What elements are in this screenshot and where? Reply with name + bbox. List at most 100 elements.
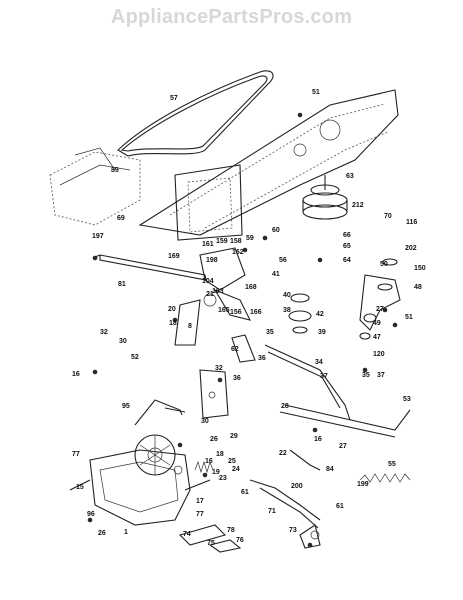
callout-label: 200	[291, 483, 303, 490]
callout-label: 76	[236, 537, 244, 544]
callout-label: 169	[168, 253, 180, 260]
transaxle	[69, 434, 211, 526]
callout-label: 70	[384, 213, 392, 220]
clutch-linkage	[174, 247, 252, 346]
callout-label: 21	[206, 291, 214, 298]
fasteners	[87, 112, 398, 548]
callout-label: 38	[283, 307, 291, 314]
callout-label: 20	[168, 306, 176, 313]
callout-label: 16	[72, 371, 80, 378]
callout-label: 51	[312, 89, 320, 96]
callout-label: 77	[72, 451, 80, 458]
callout-label: 51	[405, 314, 413, 321]
site-header: AppliancePartsPros.com	[0, 0, 463, 40]
callout-label: 24	[232, 466, 240, 473]
callout-label: 104	[202, 278, 214, 285]
callout-label: 22	[279, 450, 287, 457]
callout-label: 37	[320, 373, 328, 380]
callout-label: 37	[377, 372, 385, 379]
callout-label: 36	[233, 375, 241, 382]
brake-rod	[134, 399, 186, 426]
callout-label: 30	[119, 338, 127, 345]
callout-label: 66	[343, 232, 351, 239]
callout-label: 25	[228, 458, 236, 465]
spring-left	[194, 460, 214, 474]
callout-label: 59	[246, 235, 254, 242]
callout-label: 28	[281, 403, 289, 410]
callout-label: 35	[266, 329, 274, 336]
callout-label: 77	[196, 511, 204, 518]
callout-label: 55	[388, 461, 396, 468]
callout-label: 16	[314, 436, 322, 443]
callout-label: 62	[231, 346, 239, 353]
callout-label: 156	[230, 309, 242, 316]
callout-label: 89	[111, 167, 119, 174]
spring-right	[359, 473, 411, 483]
callout-label: 23	[219, 475, 227, 482]
callout-label: 61	[241, 489, 249, 496]
callout-label: 26	[98, 530, 106, 537]
callout-label: 75	[207, 540, 215, 547]
callout-label: 198	[206, 257, 218, 264]
callout-label: 32	[100, 329, 108, 336]
callout-label: 40	[283, 292, 291, 299]
callout-label: 53	[403, 396, 411, 403]
callout-label: 212	[352, 202, 364, 209]
callout-label: 26	[210, 436, 218, 443]
pulley-assembly	[288, 175, 348, 334]
callout-label: 81	[118, 281, 126, 288]
callout-label: 27	[339, 443, 347, 450]
pedal-linkage	[249, 449, 321, 529]
callout-label: 60	[272, 227, 280, 234]
callout-label: 61	[336, 503, 344, 510]
tractor-frame	[138, 89, 399, 241]
callout-label: 168	[245, 284, 257, 291]
callout-label: 15	[76, 484, 84, 491]
bottom-hardware	[178, 524, 321, 553]
callout-label: 34	[315, 359, 323, 366]
callout-label: 18	[169, 320, 177, 327]
callout-label: 161	[202, 241, 214, 248]
callout-label: 84	[326, 466, 334, 473]
callout-label: 27	[376, 306, 384, 313]
callout-label: 48	[414, 284, 422, 291]
callout-label: 50	[380, 261, 388, 268]
callout-label: 52	[131, 354, 139, 361]
callout-label: 35	[362, 372, 370, 379]
callout-label: 162	[232, 249, 244, 256]
callout-label: 42	[316, 311, 324, 318]
callout-label: 202	[405, 245, 417, 252]
callout-label: 16	[205, 458, 213, 465]
callout-label: 29	[230, 433, 238, 440]
callout-label: 56	[279, 257, 287, 264]
callout-label: 95	[122, 403, 130, 410]
callout-label: 165	[218, 307, 230, 314]
callout-label: 49	[373, 320, 381, 327]
callout-label: 159	[216, 238, 228, 245]
callout-label: 36	[258, 355, 266, 362]
callout-label: 199	[357, 481, 369, 488]
callout-label: 96	[87, 511, 95, 518]
callout-label: 64	[343, 257, 351, 264]
callout-label: 197	[92, 233, 104, 240]
callout-label: 74	[183, 531, 191, 538]
callout-label: 166	[250, 309, 262, 316]
shift-rods	[231, 334, 411, 438]
site-watermark: AppliancePartsPros.com	[110, 6, 353, 28]
callout-label: 1	[124, 529, 128, 536]
hood-assembly	[49, 147, 141, 226]
callout-label: 8	[188, 323, 192, 330]
callout-label: 71	[268, 508, 276, 515]
callout-label: 41	[272, 271, 280, 278]
callout-label: 150	[414, 265, 426, 272]
callout-label: 163	[212, 288, 224, 295]
callout-label: 78	[227, 527, 235, 534]
callout-label: 63	[346, 173, 354, 180]
callout-label: 65	[343, 243, 351, 250]
bracket	[199, 369, 229, 419]
lift-shaft	[94, 254, 207, 281]
callout-label: 116	[406, 219, 417, 226]
callout-label: 32	[215, 365, 223, 372]
callout-label: 30	[201, 418, 209, 425]
